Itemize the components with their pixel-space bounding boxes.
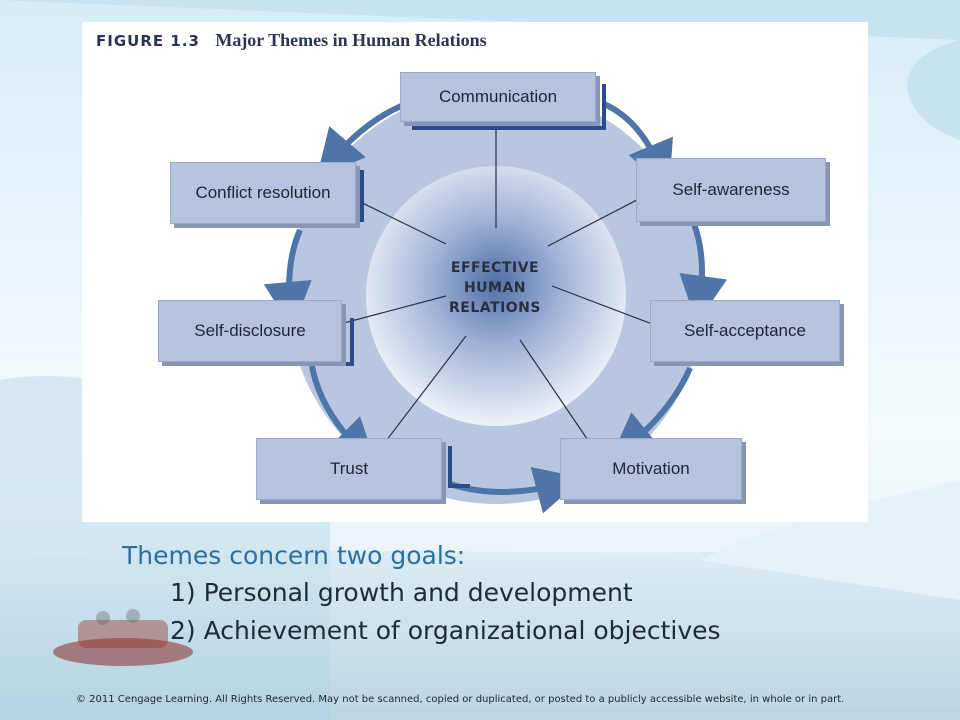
goals-heading: Themes concern two goals: bbox=[122, 541, 466, 570]
figure-title: FIGURE 1.3 Major Themes in Human Relatio… bbox=[96, 30, 487, 51]
node-motivation: Motivation bbox=[560, 438, 742, 500]
figure-number: FIGURE 1.3 bbox=[96, 32, 200, 50]
goal-item-2: 2) Achievement of organizational objecti… bbox=[170, 616, 721, 645]
center-label-line-1: EFFECTIVE bbox=[450, 260, 540, 276]
boat-image bbox=[48, 600, 198, 670]
figure-caption: Major Themes in Human Relations bbox=[215, 30, 487, 50]
node-self-awareness: Self-awareness bbox=[636, 158, 826, 222]
cycle-arrows bbox=[263, 101, 728, 514]
copyright-notice: © 2011 Cengage Learning. All Rights Rese… bbox=[76, 694, 845, 705]
node-self-disclosure: Self-disclosure bbox=[158, 300, 342, 362]
node-conflict-resolution: Conflict resolution bbox=[170, 162, 356, 224]
center-label: EFFECTIVE HUMAN RELATIONS bbox=[420, 258, 570, 318]
goals-section: Themes concern two goals: 1) Personal gr… bbox=[122, 538, 882, 650]
center-sphere bbox=[366, 166, 626, 426]
center-label-line-3: RELATIONS bbox=[449, 300, 541, 316]
center-label-line-2: HUMAN bbox=[463, 280, 527, 296]
node-self-acceptance: Self-acceptance bbox=[650, 300, 840, 362]
goal-item-1: 1) Personal growth and development bbox=[170, 578, 633, 607]
node-trust: Trust bbox=[256, 438, 442, 500]
node-communication: Communication bbox=[400, 72, 596, 122]
